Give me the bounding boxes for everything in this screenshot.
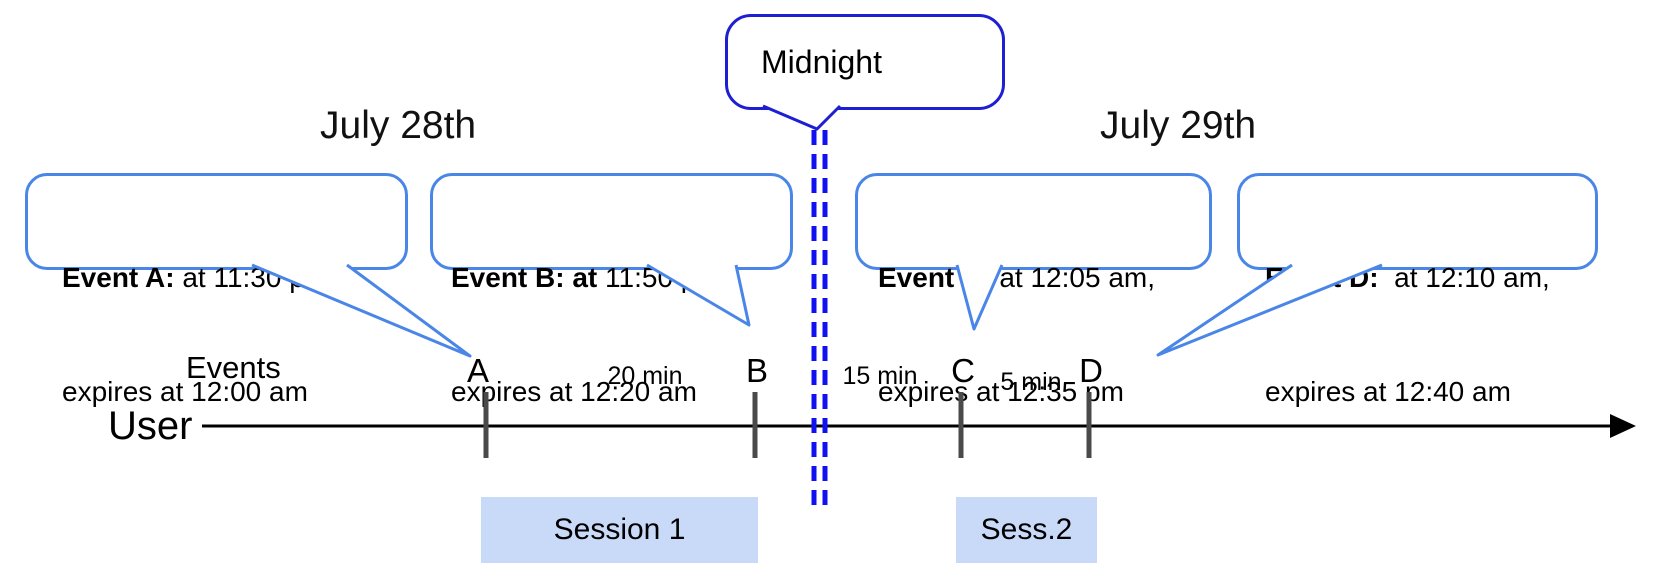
- midnight-label: Midnight: [761, 43, 882, 80]
- event-c-expiry-line: expires at 12:35 pm: [878, 376, 1124, 407]
- event-d-time-line: Event D: at 12:10 am,: [1265, 262, 1550, 293]
- interval-label-15min: 15 min: [842, 362, 918, 390]
- event-b-callout: Event B: at 11:50 pm, expires at 12:20 a…: [430, 173, 793, 407]
- tick-label-d: D: [1079, 352, 1103, 389]
- session-2-label: Sess.2: [980, 513, 1073, 546]
- interval-label-5min: 5 min: [1000, 368, 1062, 396]
- event-b-expiry-line: expires at 12:20 am: [451, 376, 697, 407]
- tick-label-b: B: [745, 352, 769, 389]
- event-a-title: Event A:: [62, 262, 175, 293]
- tick-label-a: A: [466, 352, 490, 389]
- tick-label-c: C: [951, 352, 975, 389]
- date-label-july-29: July 29th: [1100, 104, 1257, 147]
- interval-label-20min: 20 min: [607, 362, 683, 390]
- event-d-callout: Event D: at 12:10 am, expires at 12:40 a…: [1237, 173, 1598, 407]
- event-c-callout: Event C: at 12:05 am, expires at 12:35 p…: [855, 173, 1212, 407]
- axis-user-label: User: [108, 404, 193, 448]
- event-c-time-line: Event C: at 12:05 am,: [878, 262, 1156, 293]
- session-2-box: Sess.2: [956, 497, 1097, 563]
- session-1-box: Session 1: [481, 497, 758, 563]
- event-b-time-line: Event B: at 11:50 pm,: [451, 262, 728, 293]
- event-a-time-line: Event A: at 11:30 pm,: [62, 262, 336, 293]
- midnight-callout: Midnight: [725, 14, 1005, 110]
- event-b-title: Event B: at: [451, 262, 598, 293]
- event-a-expiry-line: expires at 12:00 am: [62, 376, 308, 407]
- event-d-title: Event D:: [1265, 262, 1379, 293]
- event-a-callout: Event A: at 11:30 pm, expires at 12:00 a…: [25, 173, 408, 407]
- event-d-expiry-line: expires at 12:40 am: [1265, 376, 1511, 407]
- event-c-title: Event C:: [878, 262, 992, 293]
- timeline-arrowhead-icon: [1610, 414, 1636, 438]
- session-1-label: Session 1: [553, 513, 686, 546]
- date-label-july-28: July 28th: [320, 104, 477, 147]
